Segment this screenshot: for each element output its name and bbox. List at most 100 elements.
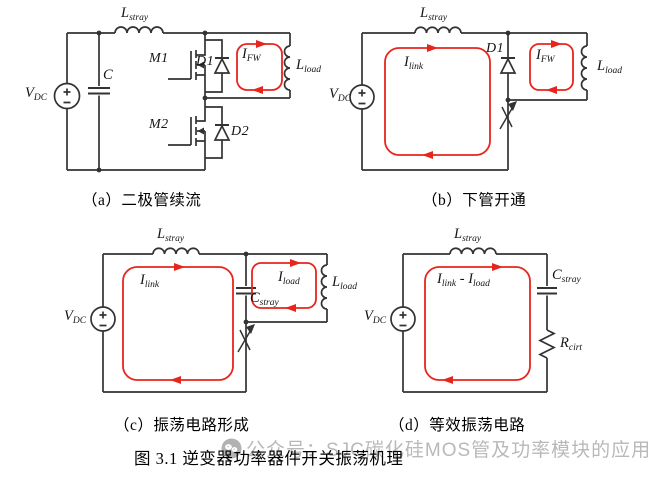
label-sub: link <box>408 62 424 72</box>
label-main: D2 <box>231 124 250 139</box>
c-label-a: C <box>103 68 113 83</box>
d1-label-a: D1 <box>196 55 214 69</box>
label-main: V <box>329 86 338 102</box>
m2-label: M2 <box>149 118 169 132</box>
lload-label-a: Lload <box>296 58 321 76</box>
label-main: I <box>437 271 442 287</box>
label-main: I <box>468 271 474 287</box>
vdc-label-d: VDC <box>364 309 386 327</box>
load-inductor-c <box>320 264 328 310</box>
subcaption-a: （a）二极管续流 <box>82 192 202 209</box>
label-sub: load <box>282 277 300 287</box>
label-main: V <box>25 85 34 101</box>
circuit-b <box>349 26 588 171</box>
circuit-d <box>390 247 557 393</box>
label-sub: load <box>605 66 622 76</box>
label-main: D1 <box>196 54 215 69</box>
label-main: I <box>140 272 145 288</box>
ilink-minus-iload-label-d: Ilink - Iload <box>437 272 490 290</box>
lload-label-c: Lload <box>332 275 357 293</box>
watermark: 公众号：SJC碳化硅MOS管及功率模块的应用 <box>221 435 651 462</box>
label-main: D1 <box>486 41 505 56</box>
label-main: L <box>454 226 463 242</box>
node-dots-a <box>96 30 208 173</box>
node-dots-c <box>243 251 249 325</box>
label-main: I <box>536 47 541 63</box>
label-main: V <box>64 308 73 324</box>
label-sub: DC <box>337 94 352 104</box>
label-main: C <box>103 67 113 83</box>
vdc-label-a: VDC <box>25 86 47 104</box>
label-main: I <box>278 269 283 285</box>
label-sub: FW <box>540 55 555 65</box>
ifw-label-b: IFW <box>536 48 555 66</box>
label-sub: stray <box>428 13 448 23</box>
switch-symbol-c <box>237 324 255 353</box>
vdc-label-b: VDC <box>329 87 351 105</box>
label-main: L <box>597 58 606 74</box>
dc-source-c <box>90 306 116 332</box>
dc-source-d <box>390 306 416 332</box>
lstray-label-d: Lstray <box>454 227 481 245</box>
label-sub: cirt <box>568 343 583 353</box>
ifw-label-a: IFW <box>242 47 261 65</box>
label-main: I <box>242 46 247 62</box>
stray-inductor-d <box>449 247 497 255</box>
label-sub: load <box>473 279 490 289</box>
dc-source-b <box>349 84 375 110</box>
circuit-c <box>90 247 328 393</box>
label-main: L <box>420 5 429 21</box>
label-sub: DC <box>33 93 48 103</box>
diode-d1-symbol <box>205 39 231 93</box>
label-sub: link <box>144 280 160 290</box>
label-sub: load <box>340 282 357 292</box>
label-sub: stray <box>259 298 279 308</box>
label-sub: DC <box>372 316 387 326</box>
label-sub: stray <box>561 275 581 285</box>
label-separator: - <box>456 271 469 287</box>
label-main: C <box>250 290 260 306</box>
watermark-text: 公众号：SJC碳化硅MOS管及功率模块的应用 <box>246 440 652 461</box>
label-main: C <box>552 267 562 283</box>
current-loop-iload-c <box>251 259 317 312</box>
dc-source-a <box>53 82 81 110</box>
label-sub: stray <box>462 234 482 244</box>
vdc-label-c: VDC <box>64 309 86 327</box>
wechat-official-account-logo-icon <box>221 438 242 459</box>
d2-label-a: D2 <box>231 125 249 139</box>
label-main: L <box>332 274 341 290</box>
node-dots-b <box>505 30 511 103</box>
cstray-label-d: Cstray <box>552 268 581 286</box>
label-sub: stray <box>165 234 185 244</box>
switch-symbol-b <box>499 101 517 130</box>
label-main: V <box>364 308 373 324</box>
lstray-label-c: Lstray <box>157 227 184 245</box>
current-loop-ifw-a <box>236 40 283 94</box>
label-sub: DC <box>72 316 87 326</box>
resistor-rcirt-symbol <box>538 329 556 359</box>
ilink-label-b: Ilink <box>404 55 423 73</box>
label-main: L <box>121 5 130 21</box>
figure-caption: 图 3.1 逆变器功率器件开关振荡机理 <box>134 449 404 468</box>
rcirt-label-d: Rcirt <box>560 336 582 354</box>
lstray-label-a: Lstray <box>121 6 148 24</box>
label-main: M2 <box>149 117 169 132</box>
wires-b <box>361 32 588 171</box>
lstray-label-b: Lstray <box>420 6 447 24</box>
current-loop-ilink-b <box>384 44 491 159</box>
cstray-label-c: Cstray <box>250 291 279 309</box>
wires-c <box>102 253 328 393</box>
stray-inductor-b <box>414 26 462 34</box>
dc-link-capacitor-a <box>88 87 110 95</box>
ilink-label-c: Ilink <box>140 273 159 291</box>
m1-label: M1 <box>149 52 169 66</box>
label-main: R <box>560 335 569 351</box>
label-sub: link <box>441 279 457 289</box>
circuit-a <box>53 26 291 173</box>
label-main: M1 <box>149 51 169 66</box>
subcaption-b: （b）下管开通 <box>422 192 527 209</box>
mosfet-m2-symbol <box>168 98 206 170</box>
stray-capacitor-d <box>537 287 557 295</box>
label-sub: load <box>304 65 321 75</box>
wires-d <box>402 253 548 393</box>
